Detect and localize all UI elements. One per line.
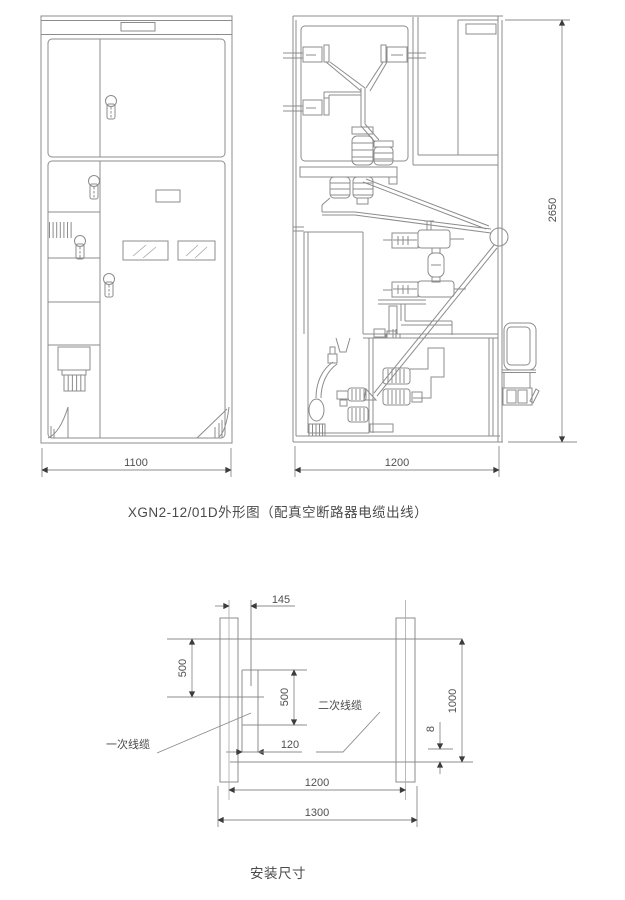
dim-145: 145	[215, 594, 295, 610]
outline-figure-caption: XGN2-12/01D外形图（配真空断路器电缆出线）	[127, 505, 429, 520]
inspection-window	[122, 240, 169, 261]
vent-grille-icon	[49, 222, 72, 238]
door-lock-icon	[88, 175, 100, 200]
beam-centerlines	[228, 600, 406, 800]
dim-side-depth-label: 1200	[385, 457, 409, 469]
cable-compartment	[307, 328, 494, 437]
outline-figure-svg: 1100 1200 2650	[40, 15, 577, 477]
dim-1200-span-label: 1200	[305, 777, 329, 789]
dim-500-pit: 500	[279, 669, 298, 726]
nameplate	[120, 22, 156, 32]
dim-front-width: 1100	[41, 448, 232, 477]
linkage-rods	[354, 178, 509, 401]
foundation-channels	[219, 600, 416, 800]
dim-500-left-label: 500	[177, 659, 189, 677]
primary-cable-label: 一次线缆	[106, 737, 150, 751]
upper-door	[47, 38, 226, 158]
side-view	[283, 15, 540, 443]
dim-1000-label: 1000	[447, 689, 459, 713]
secondary-cable-label: 二次线缆	[318, 698, 362, 712]
front-view	[40, 15, 233, 444]
dim-500-pit-label: 500	[279, 688, 291, 706]
dim-height: 2650	[505, 19, 577, 443]
label-plate	[155, 189, 181, 203]
dim-1200-span: 1200	[228, 777, 407, 794]
cable-labels: 二次线缆 一次线缆	[106, 698, 381, 754]
installation-figure-svg: 145 500 500 120 1000 8 1200 1300 二次线缆 一次…	[106, 594, 473, 827]
corner-gusset	[47, 406, 230, 439]
cabinet-outline	[40, 15, 233, 444]
cable-pit	[241, 669, 307, 753]
inspection-window	[177, 240, 216, 261]
support-shelf	[299, 166, 398, 216]
dim-1000: 1000	[447, 638, 466, 763]
rear-mounted-boxes	[502, 322, 540, 406]
dim-120: 120	[226, 739, 302, 756]
lever-icon	[529, 388, 540, 404]
busbar-compartment	[283, 25, 426, 166]
dim-1300-label: 1300	[305, 807, 329, 819]
operating-mechanism	[57, 346, 91, 392]
vacuum-breaker	[378, 229, 466, 339]
post-insulator	[351, 135, 394, 166]
cable-loop	[308, 398, 325, 422]
dim-front-width-label: 1100	[124, 457, 148, 469]
secondary-cable-leader	[316, 711, 381, 753]
dim-145-label: 145	[272, 594, 290, 606]
dim-side-depth: 1200	[294, 446, 500, 477]
dim-8: 8	[425, 722, 444, 774]
dim-120-label: 120	[281, 739, 299, 751]
busbar-duct	[412, 17, 498, 166]
dim-500-left: 500	[177, 638, 196, 698]
floor-lines	[167, 600, 473, 763]
door-lock-icon	[74, 235, 86, 260]
dim-8-label: 8	[425, 726, 437, 732]
dim-height-label: 2650	[547, 198, 559, 222]
installation-figure-caption: 安装尺寸	[250, 866, 306, 881]
lv-compartment	[457, 19, 498, 155]
door-lock-icon	[105, 95, 117, 120]
nameplate	[465, 23, 497, 35]
dim-1300: 1300	[217, 786, 418, 827]
lower-door	[47, 160, 226, 439]
pivot-circle	[489, 227, 509, 247]
door-lock-icon	[103, 273, 115, 298]
primary-cable-leader	[156, 712, 252, 754]
